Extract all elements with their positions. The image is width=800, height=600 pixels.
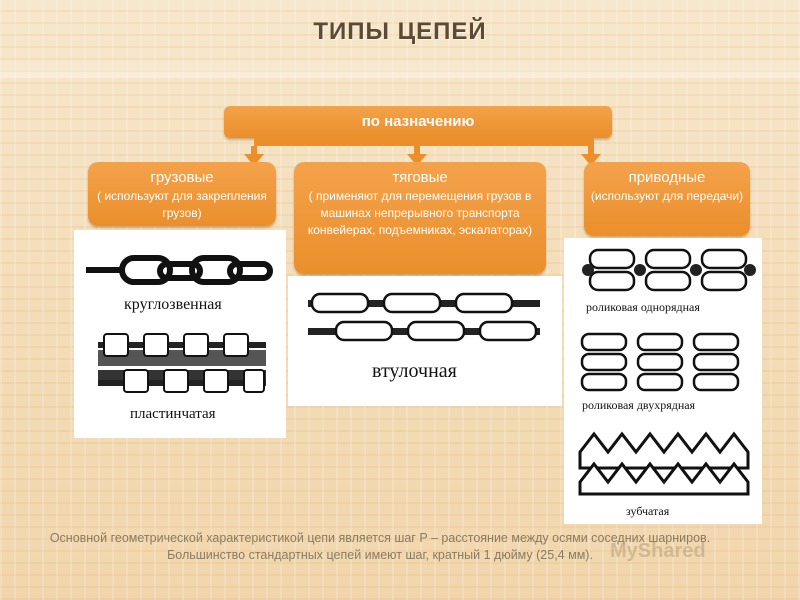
label-toothed: зубчатая [626, 504, 670, 518]
connector-center [414, 146, 420, 158]
category-traction-desc: ( применяют для перемещения грузов в маш… [307, 189, 533, 237]
root-label: по назначению [361, 113, 475, 130]
label-round-link: круглозвенная [124, 296, 222, 313]
connector-line [254, 138, 594, 146]
watermark-logo: MyShared [610, 540, 706, 562]
cargo-chains-image: круглозвенная пластинчатая [74, 230, 286, 438]
category-cargo: грузовые ( используют для закрепления гр… [88, 162, 276, 226]
connector-left [251, 146, 257, 158]
category-cargo-title: грузовые [150, 169, 214, 186]
round-link-chain-icon [86, 255, 273, 393]
traction-chains-image: втулочная [288, 276, 562, 406]
category-cargo-desc: ( используют для закрепления грузов) [97, 189, 267, 220]
category-drive-desc: (используют для передачи) [590, 189, 744, 203]
category-drive-title: приводные [628, 169, 706, 186]
drive-chains-image: роликовая однорядная роликовая двухрядна… [564, 238, 762, 524]
label-bush: втулочная [372, 360, 457, 382]
root-box: по назначению [224, 106, 612, 138]
connector-right [588, 146, 594, 158]
page-title: ТИПЫ ЦЕПЕЙ [313, 18, 487, 45]
bush-chain-icon [308, 292, 540, 342]
category-drive: приводные (используют для передачи) [584, 162, 750, 236]
roller-chains-icon [578, 248, 756, 496]
category-traction-title: тяговые [392, 169, 448, 186]
category-traction: тяговые ( применяют для перемещения груз… [294, 162, 546, 274]
label-roller-single: роликовая однорядная [586, 300, 700, 314]
footer-caption: Основной геометрической характеристикой … [49, 531, 711, 562]
label-plate: пластинчатая [130, 406, 216, 422]
title-band [0, 56, 800, 78]
label-roller-double: роликовая двухрядная [582, 398, 696, 412]
